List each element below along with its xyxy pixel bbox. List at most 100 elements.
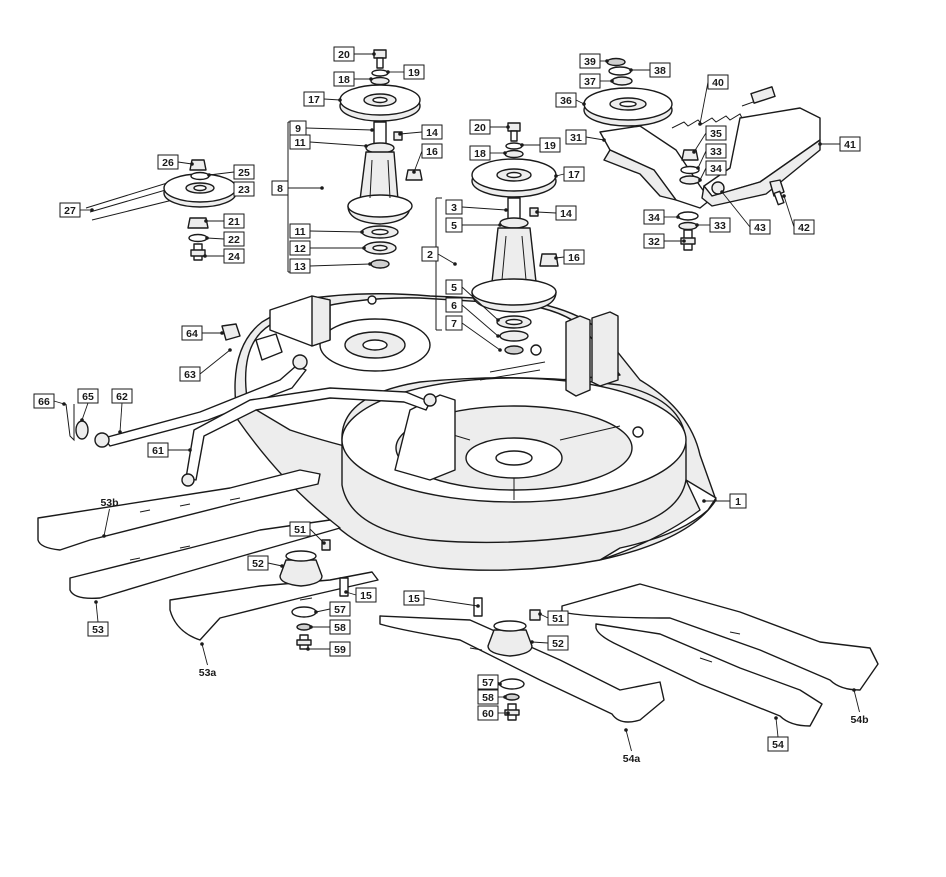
- idler-arm-assembly: [583, 57, 821, 251]
- callout-l33b: 33: [709, 217, 731, 233]
- callout-box-l1: [729, 493, 747, 509]
- callout-text-l53a: 53a: [199, 667, 217, 679]
- callout-box-l23: [233, 181, 255, 197]
- callout-text-l39: 39: [584, 56, 596, 68]
- mower-deck: [234, 293, 717, 571]
- callout-text-l15a: 15: [360, 590, 372, 602]
- leader-l6: [461, 304, 499, 337]
- leader-dot-l14a: [398, 132, 402, 136]
- callout-text-l37: 37: [584, 76, 596, 88]
- callout-text-l64: 64: [186, 328, 198, 340]
- callout-text-l13: 13: [294, 261, 306, 273]
- callout-text-l21: 21: [228, 216, 240, 228]
- leader-l63: [199, 349, 231, 375]
- callout-box-l41: [839, 136, 861, 152]
- callout-text-l19a: 19: [408, 67, 420, 79]
- leader-l42: [783, 195, 795, 228]
- callout-text-l59: 59: [334, 644, 346, 656]
- callout-l7: 7: [445, 315, 463, 331]
- callout-box-l24: [223, 248, 245, 264]
- callout-text-l11b: 11: [294, 226, 305, 238]
- callout-box-l11b: [289, 223, 311, 239]
- callout-l25: 25: [233, 164, 255, 180]
- callout-text-l1: 1: [735, 496, 741, 508]
- callout-l11b: 11: [289, 223, 311, 239]
- leader-dot-l26: [190, 162, 194, 166]
- leader-dot-l41: [818, 142, 822, 146]
- callout-text-l16a: 16: [426, 146, 438, 158]
- callout-l5a: 5: [445, 217, 463, 233]
- leader-dot-l18a: [369, 77, 373, 81]
- leader-dot-l19b: [520, 143, 524, 147]
- callout-box-l51b: [547, 610, 569, 626]
- leader-l34a: [699, 167, 707, 181]
- leader-l7: [461, 322, 501, 351]
- callout-l61: 61: [147, 442, 169, 458]
- callout-box-l33b: [709, 217, 731, 233]
- leader-dot-l32: [682, 239, 686, 243]
- leader-l53: [95, 601, 99, 623]
- leader-dot-l65: [80, 418, 84, 422]
- callout-text-l5b: 5: [451, 282, 457, 294]
- callout-box-l57b: [477, 674, 499, 690]
- leader-dot-l64: [220, 331, 224, 335]
- callout-text-l33a: 33: [710, 146, 722, 158]
- callout-l59: 59: [329, 641, 351, 657]
- leader-dot-l16a: [412, 170, 416, 174]
- callout-l3: 3: [445, 199, 463, 215]
- callout-box-l53: [87, 621, 109, 637]
- callout-text-l57a: 57: [334, 604, 346, 616]
- leader-dot-l13: [368, 262, 372, 266]
- callout-l36: 36: [555, 92, 577, 108]
- callout-box-l63: [179, 366, 201, 382]
- callout-l2: 2: [421, 246, 439, 262]
- callout-box-l19b: [539, 137, 561, 153]
- leader-dot-l7: [498, 348, 502, 352]
- callout-l17b: 17: [563, 166, 585, 182]
- leader-l57a: [315, 608, 331, 613]
- leader-dot-l37: [610, 79, 614, 83]
- callout-l62: 62: [111, 388, 133, 404]
- leader-dot-l18b: [503, 151, 507, 155]
- callout-box-l31: [565, 129, 587, 145]
- callout-l27: 27: [59, 202, 81, 218]
- leader-dot-l53: [94, 600, 98, 604]
- leader-l3: [461, 206, 507, 211]
- leader-l16a: [413, 150, 423, 173]
- callout-l42: 42: [793, 219, 815, 235]
- leader-dot-l5a: [498, 223, 502, 227]
- callout-box-l54: [767, 736, 789, 752]
- leader-dot-l17a: [338, 98, 342, 102]
- callout-text-l12: 12: [294, 243, 306, 255]
- callout-text-l66: 66: [38, 396, 50, 408]
- callout-box-l12: [289, 240, 311, 256]
- callout-box-l20b: [469, 119, 491, 135]
- callout-box-l11a: [289, 134, 311, 150]
- callout-box-l14a: [421, 124, 443, 140]
- callout-l34b: 34: [643, 209, 665, 225]
- leader-dot-l14b: [535, 210, 539, 214]
- callout-l8: 8: [271, 180, 289, 196]
- callout-text-l14a: 14: [426, 127, 438, 139]
- callout-box-l33a: [705, 143, 727, 159]
- callout-l38: 38: [649, 62, 671, 78]
- callout-text-l22: 22: [228, 234, 240, 246]
- leader-l15b: [423, 597, 479, 607]
- leader-dot-l52a: [280, 564, 284, 568]
- callout-l15a: 15: [355, 587, 377, 603]
- leader-l11a: [309, 141, 367, 147]
- callout-box-l15b: [403, 590, 425, 606]
- callout-l26: 26: [157, 154, 179, 170]
- leader-dot-l20b: [506, 125, 510, 129]
- callout-l11a: 11: [289, 134, 311, 150]
- callout-text-l5a: 5: [451, 220, 457, 232]
- callout-box-l18b: [469, 145, 491, 161]
- leader-dot-l36: [582, 102, 586, 106]
- leader-dot-l38: [629, 68, 633, 72]
- callout-text-l23: 23: [238, 184, 250, 196]
- leader-dot-l34a: [698, 178, 702, 182]
- leader-dot-l62: [118, 430, 122, 434]
- callout-l14a: 14: [421, 124, 443, 140]
- leader-l51a: [309, 528, 325, 544]
